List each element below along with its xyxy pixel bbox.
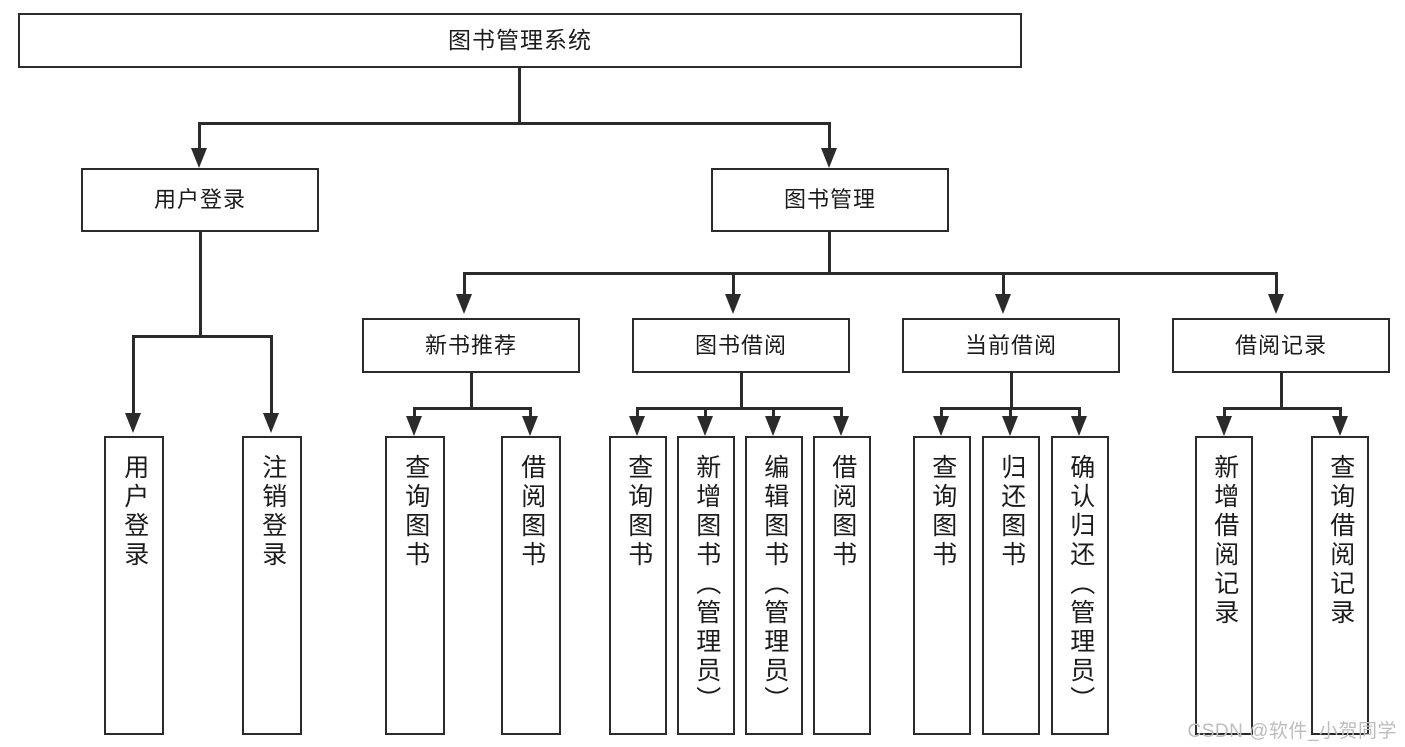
- connector-new-book-bar: [414, 407, 532, 410]
- connector-new-book-leaf-2: [529, 407, 532, 419]
- connector-cb-leaf-2: [1009, 407, 1012, 419]
- arrowhead-br-leaf-2: [1332, 416, 1348, 436]
- arrowhead-bb-leaf-4: [833, 416, 849, 436]
- arrowhead-bb-leaf-2: [697, 416, 713, 436]
- connector-to-borrow-record: [1275, 272, 1278, 296]
- arrowhead-book-borrow: [725, 294, 741, 314]
- node-label: 新书推荐: [424, 332, 517, 358]
- connector-book-manage-stem: [828, 232, 831, 274]
- connector-br-leaf-1: [1223, 407, 1226, 419]
- node-label: 编辑图书（管理员）: [760, 454, 789, 715]
- connector-to-new-book: [463, 272, 466, 296]
- node-book-manage[interactable]: 图书管理: [711, 168, 949, 232]
- leaf-br-add-record[interactable]: 新增借阅记录: [1195, 436, 1253, 735]
- node-label: 用户登录: [120, 454, 149, 570]
- arrowhead-cb-leaf-2: [1002, 416, 1018, 436]
- connector-cb-leaf-1: [940, 407, 943, 419]
- connector-cb-leaf-3: [1078, 407, 1081, 419]
- connector-book-borrow-stem: [740, 373, 743, 409]
- connector-user-login-bar: [133, 335, 273, 338]
- leaf-bb-borrow-book[interactable]: 借阅图书: [813, 436, 871, 735]
- node-label: 新增借阅记录: [1210, 454, 1239, 628]
- node-label: 用户登录: [153, 187, 246, 213]
- connector-to-current-borrow: [1002, 272, 1005, 296]
- connector-level3-bar: [464, 272, 1278, 275]
- connector-bb-leaf-2: [704, 407, 707, 419]
- arrowhead-br-leaf-1: [1216, 416, 1232, 436]
- arrowhead-book-manage: [821, 148, 837, 168]
- arrowhead-new-book: [456, 294, 472, 314]
- connector-to-book-manage: [828, 122, 831, 150]
- arrowhead-nb-leaf-1: [406, 416, 422, 436]
- node-root-system[interactable]: 图书管理系统: [18, 13, 1022, 68]
- leaf-bb-query-book[interactable]: 查询图书: [609, 436, 667, 735]
- node-label: 借阅记录: [1234, 332, 1327, 358]
- leaf-nb-borrow-book[interactable]: 借阅图书: [501, 436, 561, 735]
- connector-new-book-leaf-1: [413, 407, 416, 419]
- node-current-borrow[interactable]: 当前借阅: [902, 318, 1120, 373]
- node-label: 注销登录: [258, 454, 287, 570]
- leaf-nb-query-book[interactable]: 查询图书: [385, 436, 445, 735]
- node-label: 查询图书: [401, 454, 430, 570]
- node-label: 借阅图书: [828, 454, 857, 570]
- arrowhead-leaf-user-login: [125, 413, 141, 433]
- leaf-cb-query-book[interactable]: 查询图书: [913, 436, 971, 735]
- arrowhead-cb-leaf-3: [1071, 416, 1087, 436]
- connector-to-book-borrow: [732, 272, 735, 296]
- connector-user-login-leaf-1: [132, 335, 135, 415]
- connector-bb-leaf-1: [636, 407, 639, 419]
- connector-user-login-stem: [199, 232, 202, 336]
- node-label: 新增图书（管理员）: [692, 454, 721, 715]
- connector-borrow-record-bar: [1224, 407, 1342, 410]
- leaf-logout[interactable]: 注销登录: [242, 436, 302, 735]
- node-label: 当前借阅: [964, 332, 1057, 358]
- connector-book-borrow-bar: [637, 407, 843, 410]
- node-label: 图书管理系统: [448, 26, 592, 53]
- node-label: 确认归还（管理员）: [1066, 454, 1095, 715]
- arrowhead-user-login: [191, 148, 207, 168]
- connector-current-borrow-stem: [1010, 373, 1013, 409]
- arrowhead-current-borrow: [995, 294, 1011, 314]
- connector-root-stem: [518, 68, 521, 122]
- leaf-cb-return-book[interactable]: 归还图书: [982, 436, 1040, 735]
- connector-bb-leaf-4: [840, 407, 843, 419]
- connector-borrow-record-stem: [1280, 373, 1283, 409]
- connector-to-user-login: [198, 122, 201, 150]
- node-label: 归还图书: [997, 454, 1026, 570]
- arrowhead-nb-leaf-2: [522, 416, 538, 436]
- node-book-borrow[interactable]: 图书借阅: [632, 318, 850, 373]
- node-label: 查询图书: [624, 454, 653, 570]
- arrowhead-leaf-logout: [263, 413, 279, 433]
- node-new-book-recommend[interactable]: 新书推荐: [362, 318, 580, 373]
- node-label: 查询图书: [928, 454, 957, 570]
- leaf-bb-add-book[interactable]: 新增图书（管理员）: [677, 436, 735, 735]
- leaf-user-login[interactable]: 用户登录: [104, 436, 164, 735]
- arrowhead-borrow-record: [1268, 294, 1284, 314]
- arrowhead-cb-leaf-1: [933, 416, 949, 436]
- arrowhead-bb-leaf-3: [765, 416, 781, 436]
- leaf-cb-confirm-return[interactable]: 确认归还（管理员）: [1051, 436, 1109, 735]
- node-user-login[interactable]: 用户登录: [81, 168, 319, 232]
- connector-new-book-stem: [470, 373, 473, 409]
- node-borrow-record[interactable]: 借阅记录: [1172, 318, 1390, 373]
- connector-user-login-leaf-2: [270, 335, 273, 415]
- node-label: 查询借阅记录: [1326, 454, 1355, 628]
- node-label: 图书管理: [783, 187, 876, 213]
- leaf-br-query-record[interactable]: 查询借阅记录: [1311, 436, 1369, 735]
- node-label: 图书借阅: [694, 332, 787, 358]
- connector-bb-leaf-3: [772, 407, 775, 419]
- arrowhead-bb-leaf-1: [629, 416, 645, 436]
- node-label: 借阅图书: [517, 454, 546, 570]
- connector-level1-bar: [199, 122, 831, 125]
- leaf-bb-edit-book[interactable]: 编辑图书（管理员）: [745, 436, 803, 735]
- connector-br-leaf-2: [1339, 407, 1342, 419]
